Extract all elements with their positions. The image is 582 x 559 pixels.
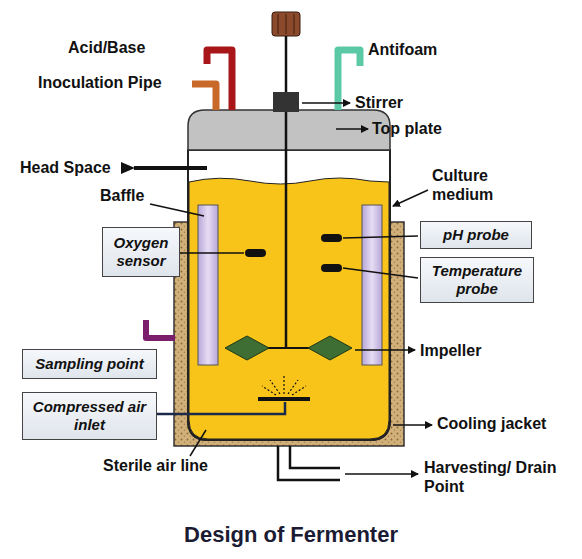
impeller-blade bbox=[225, 336, 269, 360]
diagram-title: Design of Fermenter bbox=[0, 522, 582, 548]
harvest-pipe bbox=[278, 446, 340, 480]
box-text: Temperature probe bbox=[425, 262, 529, 298]
part-label: Antifoam bbox=[368, 40, 437, 59]
part-label: Head Space bbox=[20, 158, 111, 177]
air-bubbles bbox=[262, 376, 306, 395]
part-label: Baffle bbox=[100, 186, 144, 205]
box-text: Oxygen sensor bbox=[107, 234, 175, 270]
oxygen-sensor bbox=[245, 249, 266, 257]
sensor-label-box: Temperature probe bbox=[420, 257, 534, 303]
sensor-label-box: Oxygen sensor bbox=[102, 227, 180, 277]
part-label: Cooling jacket bbox=[437, 414, 546, 433]
stirrer-shaft bbox=[285, 36, 288, 348]
impeller-blade bbox=[308, 336, 352, 360]
culture-medium bbox=[189, 178, 389, 439]
baffle bbox=[198, 205, 218, 365]
baffle bbox=[362, 205, 382, 365]
vessel-body bbox=[188, 150, 390, 440]
sensor-label-box: Compressed air inlet bbox=[22, 392, 157, 440]
inoculation-pipe bbox=[192, 84, 216, 110]
box-text: Compressed air inlet bbox=[27, 398, 152, 434]
ph-probe bbox=[321, 234, 342, 242]
box-text: pH probe bbox=[443, 226, 509, 244]
part-label: Impeller bbox=[420, 341, 481, 360]
sensor-label-box: Sampling point bbox=[22, 349, 157, 379]
part-label: Top plate bbox=[372, 119, 442, 138]
part-label: Culture medium bbox=[432, 166, 508, 204]
box-text: Sampling point bbox=[35, 355, 143, 373]
sensor-label-box: pH probe bbox=[420, 221, 532, 249]
stirrer-motor bbox=[272, 12, 300, 36]
top-plate bbox=[188, 110, 390, 150]
sampling-pipe bbox=[146, 320, 175, 338]
stirrer-housing bbox=[273, 92, 299, 112]
part-label: Sterile air line bbox=[103, 456, 208, 475]
leader-lines bbox=[150, 103, 432, 474]
temperature-probe bbox=[321, 264, 342, 272]
sparger bbox=[258, 397, 310, 401]
head-space-arrow bbox=[134, 166, 207, 170]
air-line bbox=[156, 402, 285, 414]
part-label: Acid/Base bbox=[68, 38, 145, 57]
part-label: Stirrer bbox=[355, 93, 403, 112]
part-label: Inoculation Pipe bbox=[38, 73, 162, 92]
part-label: Harvesting/ Drain Point bbox=[424, 458, 574, 496]
